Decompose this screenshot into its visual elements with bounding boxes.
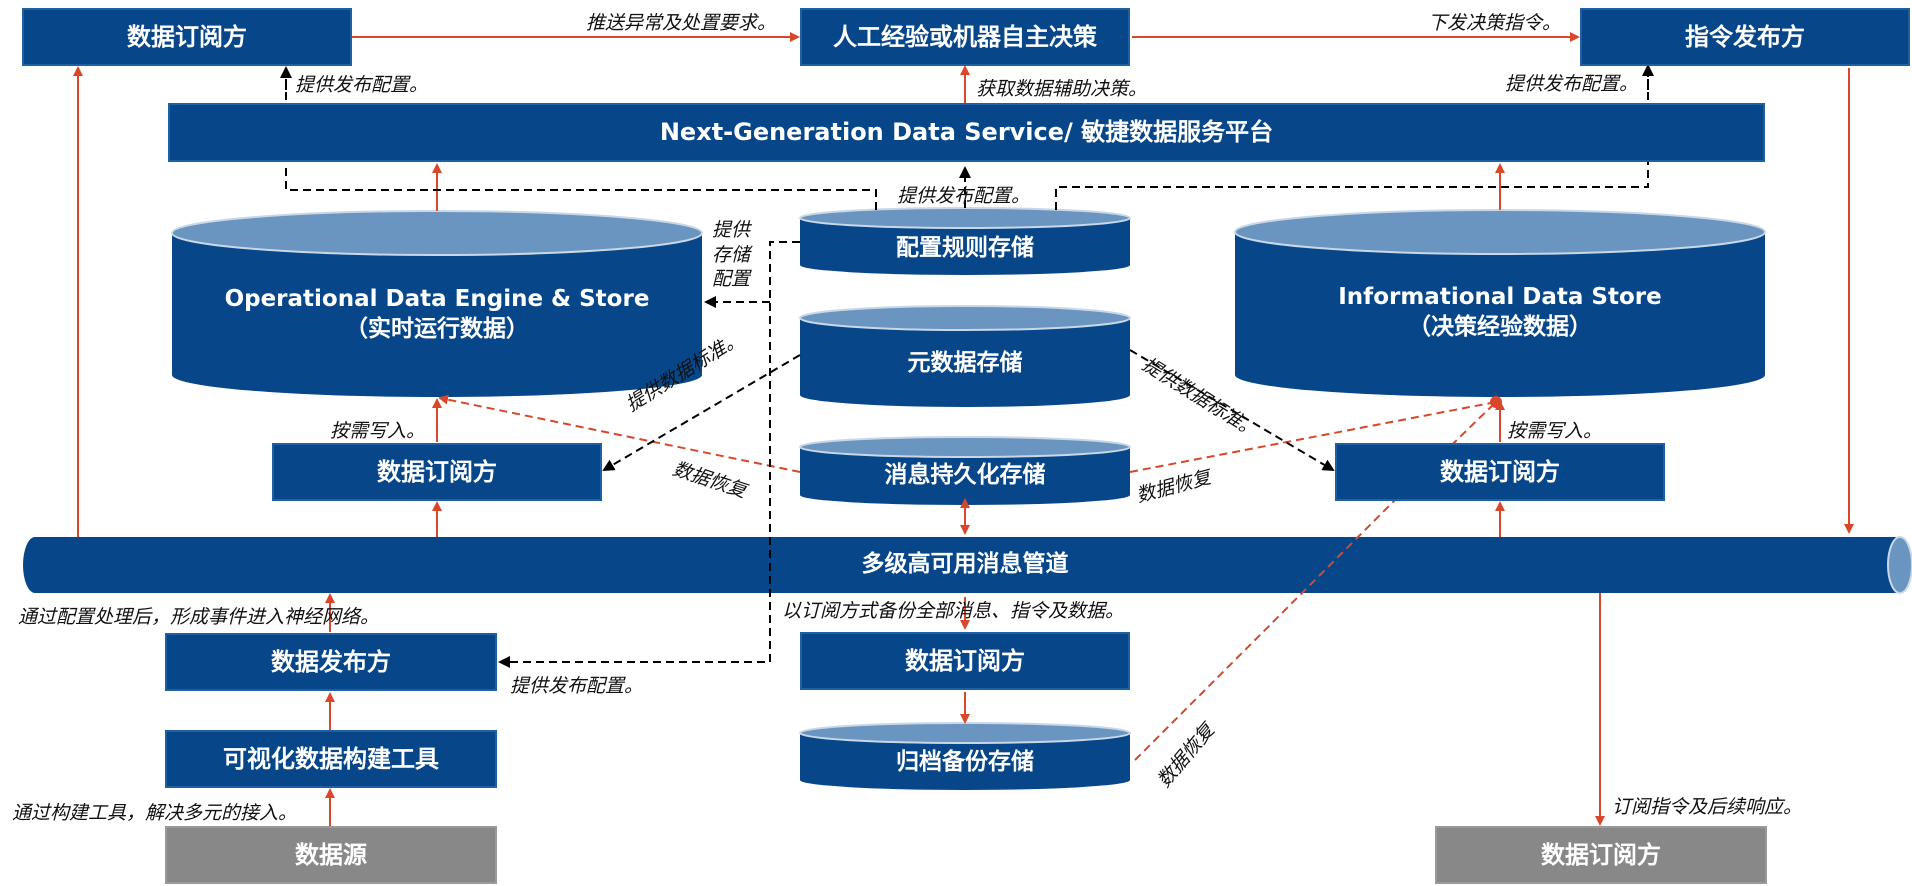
data-source-box[interactable]: 数据源 [165, 826, 497, 884]
label-get-data: 获取数据辅助决策。 [976, 78, 1148, 100]
subscriber-mid-left-box[interactable]: 数据订阅方 [272, 443, 602, 501]
cylinder-metadata-label: 元数据存储 [907, 350, 1023, 377]
cylinder-config[interactable]: 配置规则存储 [800, 228, 1130, 270]
label-config-neural: 通过配置处理后，形成事件进入神经网络。 [18, 606, 380, 628]
label-issue-cmd: 下发决策指令。 [1428, 12, 1562, 34]
data-publisher-box[interactable]: 数据发布方 [165, 633, 497, 691]
label-write-right: 按需写入。 [1507, 420, 1603, 442]
subscriber-bottom-right-box[interactable]: 数据订阅方 [1435, 826, 1767, 884]
cylinder-metadata-shape [799, 305, 1131, 407]
label-subscribe-cmd: 订阅指令及后续响应。 [1612, 796, 1803, 818]
cylinder-archive-label: 归档备份存储 [896, 749, 1034, 776]
subscriber-mid-right-box[interactable]: 数据订阅方 [1335, 443, 1665, 501]
cylinder-ode[interactable]: Operational Data Engine & Store （实时运行数据） [172, 270, 702, 360]
cylinder-msg-shape [799, 436, 1131, 505]
label-provide-pub-cfg-left: 提供发布配置。 [295, 74, 429, 96]
label-write-left: 按需写入。 [330, 420, 426, 442]
label-build-tool: 通过构建工具，解决多元的接入。 [12, 802, 298, 824]
message-bus-label: 多级高可用消息管道 [861, 551, 1069, 578]
label-backup-all: 以订阅方式备份全部消息、指令及数据。 [782, 600, 1125, 622]
label-provide-pub-cfg-bottom: 提供发布配置。 [510, 675, 644, 697]
command-publisher-box[interactable]: 指令发布方 [1580, 8, 1910, 66]
label-push-alert: 推送异常及处置要求。 [586, 12, 777, 34]
cylinder-ids-shape [1234, 209, 1766, 397]
cylinder-metadata[interactable]: 元数据存储 [800, 335, 1130, 393]
label-provide-pub-cfg-center: 提供发布配置。 [897, 185, 1031, 207]
cylinder-ode-subtitle: （实时运行数据） [345, 316, 529, 342]
visual-builder-box[interactable]: 可视化数据构建工具 [165, 730, 497, 788]
subscriber-center-bottom-box[interactable]: 数据订阅方 [800, 632, 1130, 690]
cylinder-ode-shape [171, 210, 703, 397]
data-service-platform-box[interactable]: Next-Generation Data Service/ 敏捷数据服务平台 [168, 103, 1765, 162]
cylinder-ids[interactable]: Informational Data Store （决策经验数据） [1235, 268, 1765, 358]
cylinder-ode-title: Operational Data Engine & Store [224, 286, 650, 313]
message-bus[interactable]: 多级高可用消息管道 [40, 537, 1890, 593]
decision-box[interactable]: 人工经验或机器自主决策 [800, 8, 1130, 66]
cylinder-ids-title: Informational Data Store [1338, 284, 1662, 311]
label-provide-pub-cfg-right: 提供发布配置。 [1505, 73, 1639, 95]
cylinder-msg-label: 消息持久化存储 [884, 462, 1046, 489]
label-provide-store-cfg: 提供存储配置 [712, 219, 751, 291]
cylinder-msg[interactable]: 消息持久化存储 [800, 455, 1130, 497]
cylinder-ids-subtitle: （决策经验数据） [1408, 314, 1592, 340]
message-bus-shape [23, 536, 1912, 594]
cylinder-config-label: 配置规则存储 [896, 235, 1034, 262]
cylinder-archive[interactable]: 归档备份存储 [800, 742, 1130, 784]
subscriber-top-left-box[interactable]: 数据订阅方 [22, 8, 352, 66]
cylinder-archive-shape [799, 722, 1131, 790]
